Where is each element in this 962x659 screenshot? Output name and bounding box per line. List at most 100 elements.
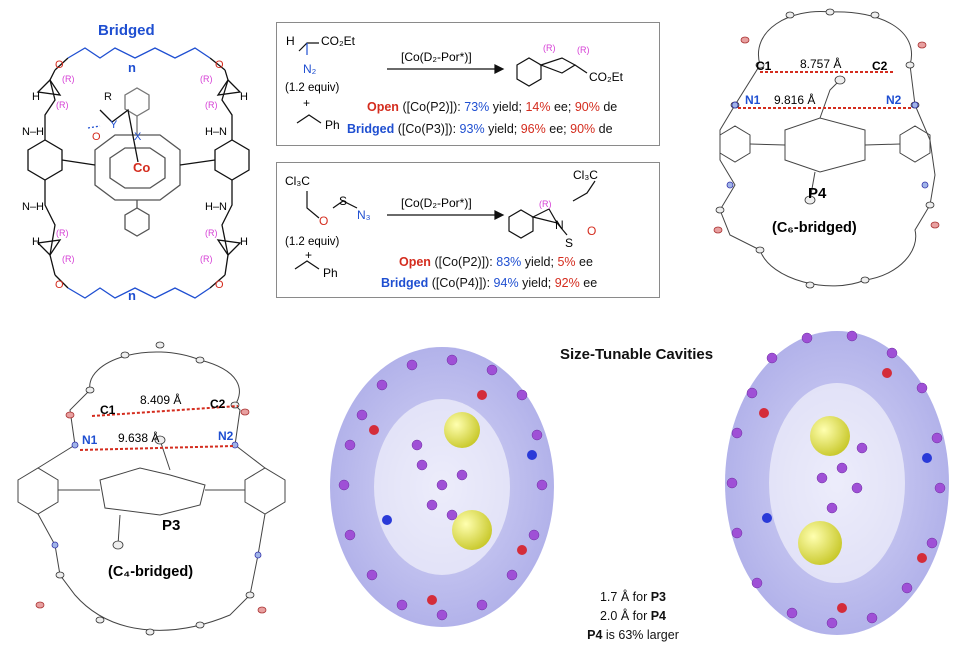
h-bl: H — [32, 236, 40, 248]
open2-ee-word: ee — [579, 255, 593, 269]
cavity-p3-name: P3 — [650, 590, 667, 604]
cavity-title: Size-Tunable Cavities — [560, 346, 714, 363]
bridged-label: Bridged — [98, 22, 155, 39]
bridged2-ee: 92% — [554, 276, 580, 290]
product2-cl3c: Cl₃C — [573, 168, 598, 182]
p4-name: P4 — [808, 185, 827, 202]
hn-bottom-right: H–N — [205, 201, 227, 213]
cavity-p4-name: P4 — [650, 609, 667, 623]
p3-ortep-drawing: C1 C2 N1 N2 8.409 Å 9.638 Å P3 (C₄-bridg… — [17, 341, 286, 636]
reagent1-n2: N₂ — [303, 62, 317, 76]
p4-c1-label: C1 — [756, 59, 772, 73]
open-de: 90% — [574, 100, 600, 114]
reagent2-cl3c: Cl₃C — [285, 174, 310, 188]
p4-nn-distance: 9.816 Å — [774, 92, 815, 107]
p4-cc-distance: 8.757 Å — [800, 56, 841, 71]
cavity-line-p3: 1.7 Å for P3 — [568, 588, 698, 607]
stereo-tr1: (R) — [200, 74, 213, 84]
bridged-yield-word: yield; — [488, 122, 518, 136]
open-yield-word: yield; — [492, 100, 522, 114]
ester-o-tl: O — [55, 59, 64, 71]
atom-o: O — [92, 131, 101, 143]
p3-bridge-label: (C₄-bridged) — [108, 564, 193, 580]
ester-o-tr: O — [215, 59, 224, 71]
p4-n2-label: N2 — [886, 93, 902, 107]
cavity-model-p4 — [712, 318, 962, 640]
stereo-bl2: (R) — [62, 254, 75, 264]
atom-y: Y — [110, 119, 118, 131]
h-tr: H — [240, 91, 248, 103]
reaction-box-cyclopropanation: H CO₂Et N₂ (1.2 equiv) + Ph [Co(D₂-Por*)… — [276, 22, 660, 146]
product2-o: O — [587, 224, 596, 238]
bridged-yield: 93% — [459, 122, 485, 136]
cavity-compare-name: P4 — [587, 628, 603, 642]
product1-ester: CO₂Et — [589, 70, 624, 84]
macrocycle-drawing: Bridged n n Co R Y X O N–H H–N N–H H–N (… — [22, 22, 250, 303]
p4-ortep-drawing: C1 C2 N1 N2 8.757 Å 9.816 Å P4 (C₆-bridg… — [713, 8, 940, 289]
open2-catalyst: ([Co(P2)]): — [434, 255, 493, 269]
ester-o-br: O — [215, 279, 224, 291]
crystal-structure-p4: C1 C2 N1 N2 8.757 Å 9.816 Å P4 (C₆-bridg… — [690, 0, 962, 300]
open2-yield-word: yield; — [524, 255, 554, 269]
cavity-p4-drawing — [725, 330, 949, 635]
reagent1-ph: Ph — [325, 118, 340, 132]
reagent2-s: S — [339, 194, 347, 208]
stereo-br2: (R) — [200, 254, 213, 264]
p4-bridge-label: (C₆-bridged) — [772, 220, 857, 236]
crystal-structure-p3: C1 C2 N1 N2 8.409 Å 9.638 Å P3 (C₄-bridg… — [0, 330, 300, 654]
cavity-p3-value: 1.7 Å for — [599, 590, 648, 604]
cavity-p4-value: 2.0 Å for — [599, 609, 648, 623]
open-ee-word: ee; — [553, 100, 572, 114]
nh-top-left: N–H — [22, 126, 44, 138]
reagent1-ester: CO₂Et — [321, 34, 356, 48]
reagent2-equiv: (1.2 equiv) — [285, 236, 340, 248]
reagent2-o: O — [319, 214, 328, 228]
product2-s: S — [565, 236, 573, 250]
open2-ee: 5% — [557, 255, 576, 269]
bridged-ee: 96% — [520, 122, 546, 136]
reaction2-open-result: Open ([Co(P2)]): 83% yield; 5% ee — [399, 255, 593, 269]
nh-bottom-left: N–H — [22, 201, 44, 213]
reagent2-n3: N₃ — [357, 208, 371, 222]
p3-cc-distance: 8.409 Å — [140, 392, 181, 407]
reaction1-bridged-result: Bridged ([Co(P3)]): 93% yield; 96% ee; 9… — [347, 122, 613, 136]
p3-name: P3 — [162, 517, 180, 534]
reaction2-catalyst: [Co(D₂-Por*)] — [401, 196, 472, 210]
stereo-tl2: (R) — [56, 100, 69, 110]
product2-stereo: (R) — [539, 199, 552, 209]
cavity-p3-drawing — [330, 347, 554, 627]
reagent1-plus: + — [303, 96, 310, 110]
macrocycle-structure: Bridged n n Co R Y X O N–H H–N N–H H–N (… — [0, 0, 265, 318]
bridged2-label: Bridged — [381, 276, 429, 290]
p3-n1-label: N1 — [82, 433, 98, 447]
open-ee: 14% — [525, 100, 551, 114]
open-label: Open — [367, 100, 399, 114]
p3-nn-distance: 9.638 Å — [118, 430, 159, 445]
bridged-label: Bridged — [347, 122, 395, 136]
p4-c2-label: C2 — [872, 59, 888, 73]
open2-yield: 83% — [496, 255, 522, 269]
bridged-ee-word: ee; — [549, 122, 567, 136]
cavity-line-p4: 2.0 Å for P4 — [568, 607, 698, 626]
ester-o-bl: O — [55, 279, 64, 291]
p3-n2-label: N2 — [218, 429, 234, 443]
cobalt-label: Co — [133, 160, 150, 175]
p3-c2-label: C2 — [210, 397, 226, 411]
p4-n1-label: N1 — [745, 93, 761, 107]
reaction2-drawing: Cl₃C O S N₃ (1.2 equiv) + Ph [Co(D₂-Por*… — [285, 168, 598, 280]
atom-x: X — [134, 131, 142, 143]
open2-label: Open — [399, 255, 431, 269]
open-de-word: de — [603, 100, 618, 114]
cavity-compare-text: is 63% larger — [605, 628, 679, 642]
bridged-de-word: de — [598, 122, 613, 136]
bridged2-yield-word: yield; — [522, 276, 552, 290]
hn-top-right: H–N — [205, 126, 227, 138]
atom-r: R — [104, 91, 112, 103]
reaction1-open-result: Open ([Co(P2)]): 73% yield; 14% ee; 90% … — [367, 100, 617, 114]
reaction2-bridged-result: Bridged ([Co(P4)]): 94% yield; 92% ee — [381, 276, 597, 290]
open-catalyst: ([Co(P2)]): — [402, 100, 461, 114]
product2-n: N — [555, 218, 564, 232]
p3-c1-label: C1 — [100, 403, 116, 417]
h-tl: H — [32, 91, 40, 103]
cavity-model-p3 — [322, 335, 562, 640]
